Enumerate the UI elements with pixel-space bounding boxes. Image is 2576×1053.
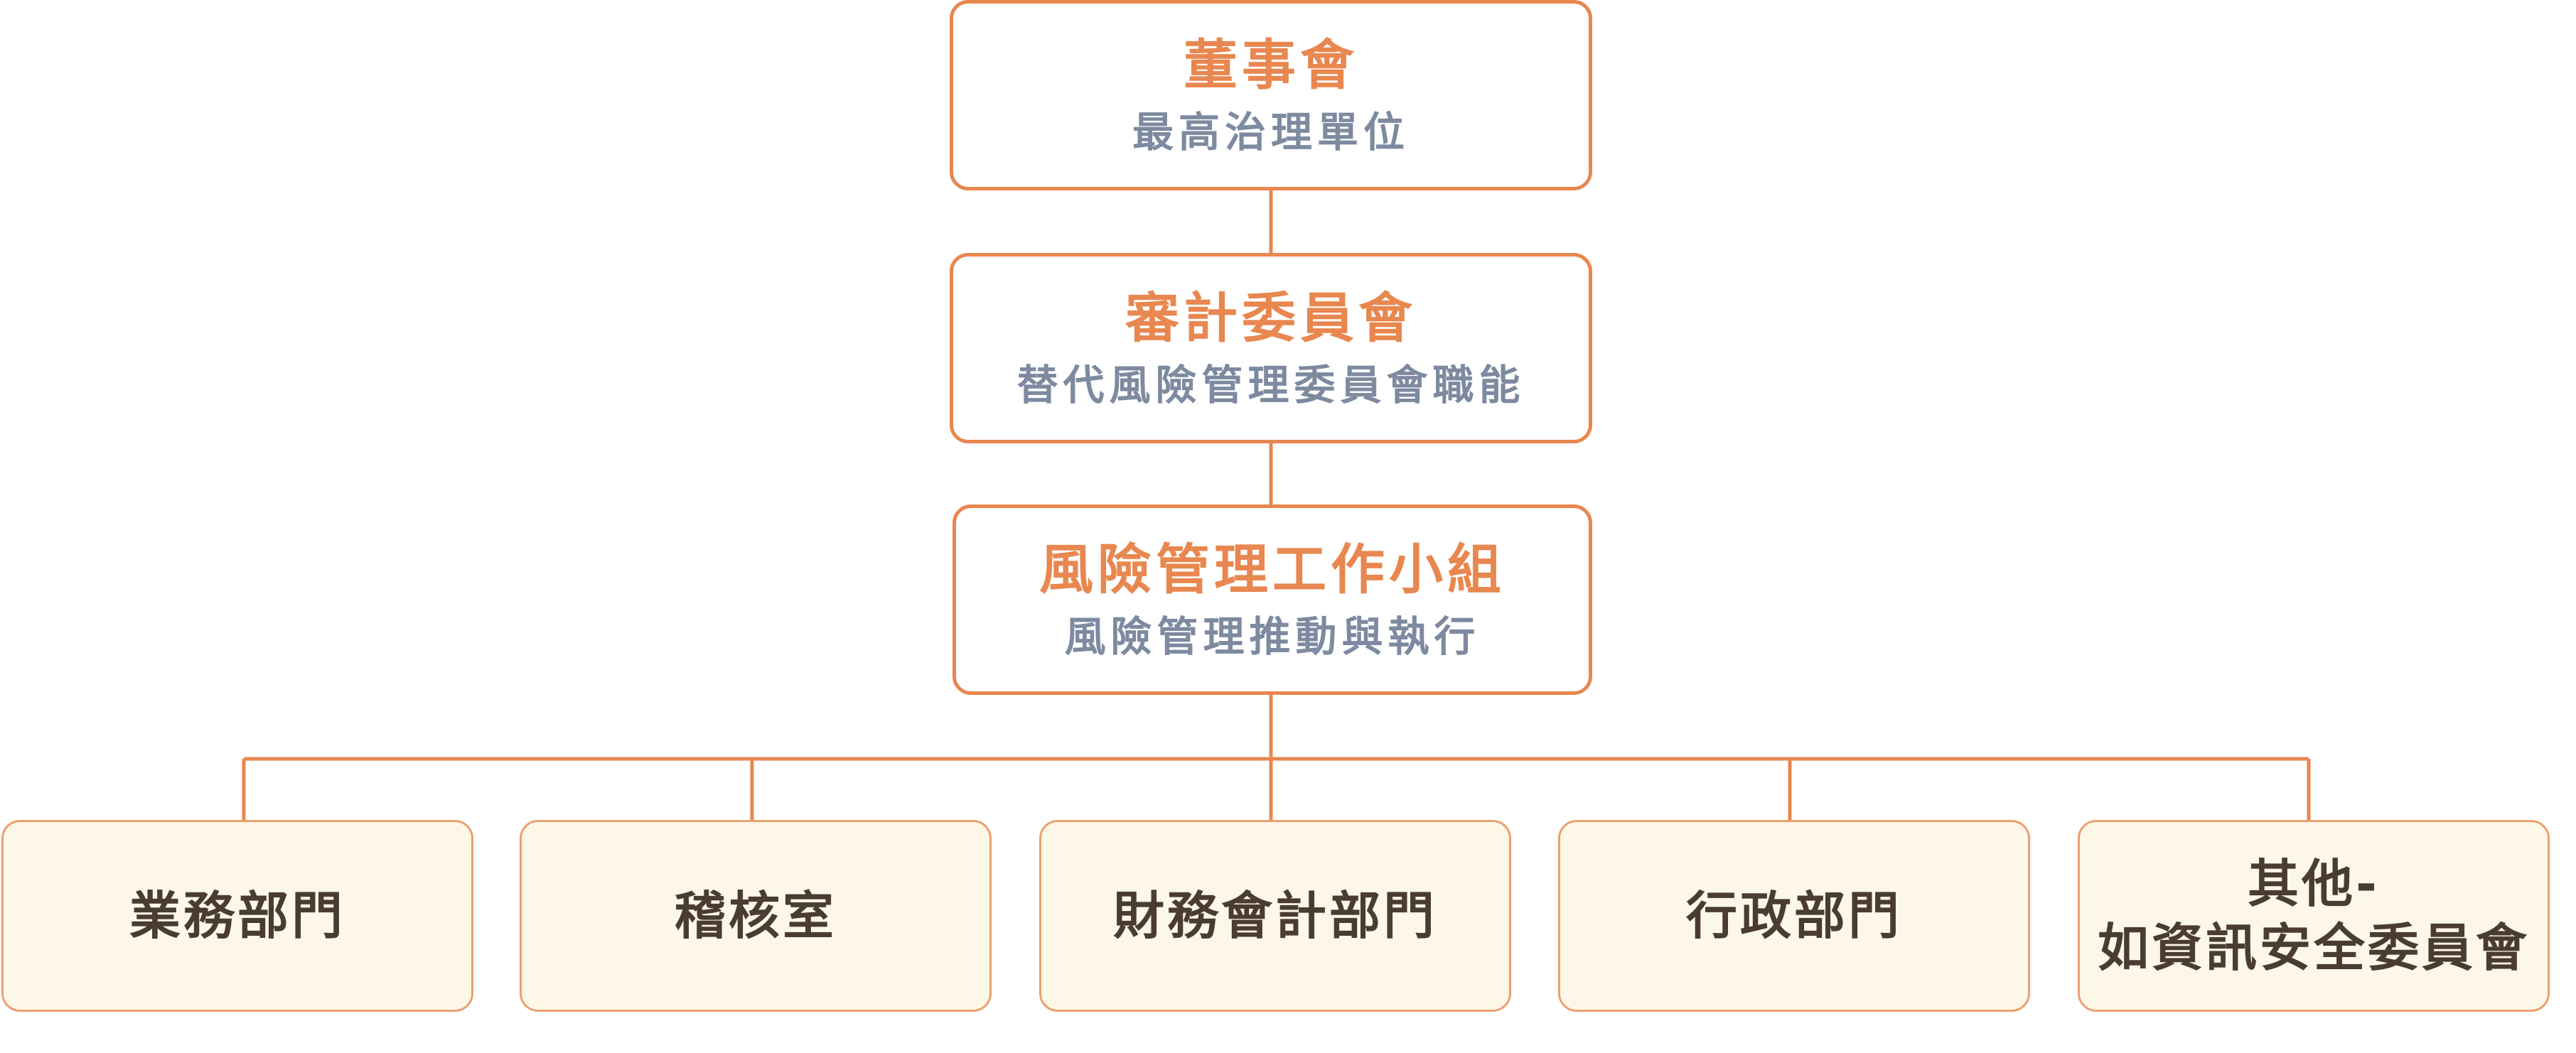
audit-committee-title: 審計委員會 bbox=[1125, 286, 1417, 350]
department-audit-office-box: 稽核室 bbox=[520, 820, 992, 1012]
department-business-box: 業務部門 bbox=[1, 820, 473, 1012]
department-other-label-line1: 其他- bbox=[2248, 854, 2380, 914]
department-finance-label: 財務會計部門 bbox=[1112, 886, 1437, 946]
risk-management-taskforce-box: 風險管理工作小組 風險管理推動與執行 bbox=[952, 504, 1592, 695]
department-other-label-line2: 如資訊安全委員會 bbox=[2097, 918, 2530, 978]
department-admin-label: 行政部門 bbox=[1685, 886, 1902, 946]
department-other-box: 其他- 如資訊安全委員會 bbox=[2078, 820, 2550, 1012]
department-admin-box: 行政部門 bbox=[1558, 820, 2030, 1012]
taskforce-subtitle: 風險管理推動與執行 bbox=[1064, 612, 1481, 661]
department-finance-box: 財務會計部門 bbox=[1039, 820, 1511, 1012]
board-title: 董事會 bbox=[1184, 33, 1358, 97]
department-audit-office-label: 稽核室 bbox=[674, 886, 837, 946]
audit-committee-subtitle: 替代風險管理委員會職能 bbox=[1016, 360, 1525, 409]
board-of-directors-box: 董事會 最高治理單位 bbox=[950, 0, 1592, 190]
department-business-label: 業務部門 bbox=[129, 886, 345, 946]
audit-committee-box: 審計委員會 替代風險管理委員會職能 bbox=[950, 253, 1592, 443]
board-subtitle: 最高治理單位 bbox=[1132, 107, 1410, 156]
taskforce-title: 風險管理工作小組 bbox=[1039, 537, 1506, 601]
